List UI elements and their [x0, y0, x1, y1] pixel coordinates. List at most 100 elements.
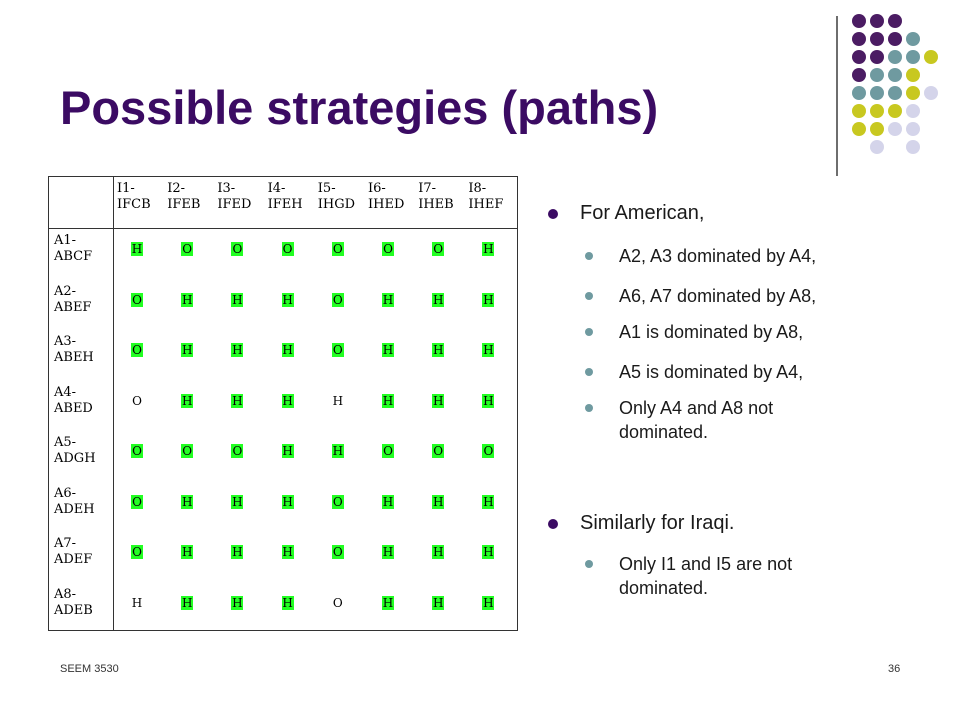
- matrix-cell: H: [181, 595, 194, 610]
- matrix-row-header: A2-ABEF: [54, 284, 91, 316]
- matrix-cell: H: [231, 545, 244, 559]
- matrix-cell: O: [382, 242, 394, 256]
- matrix-cell: O: [231, 242, 244, 256]
- matrix-cell: H: [382, 292, 394, 307]
- column-header-line: I8-: [468, 181, 487, 196]
- decorative-dot: [870, 68, 884, 82]
- bullet-iraqi-item: Only I1 and I5 are not dominated.: [585, 552, 829, 600]
- column-header-line: IFEH: [267, 197, 303, 212]
- decorative-dot: [888, 68, 902, 82]
- matrix-column-header: I4-IFEH: [268, 181, 303, 213]
- decorative-dot: [888, 122, 902, 136]
- decorative-dot: [870, 104, 884, 118]
- decorative-dot: [870, 122, 884, 136]
- matrix-cell: O: [131, 292, 143, 307]
- matrix-cell: H: [382, 545, 394, 559]
- decorative-dot: [906, 50, 920, 64]
- matrix-horizontal-divider: [49, 228, 517, 229]
- matrix-cell: H: [432, 595, 445, 610]
- matrix-cell: H: [281, 545, 294, 559]
- matrix-column-header: I7-IHEB: [418, 181, 454, 213]
- matrix-cell: H: [482, 242, 495, 256]
- matrix-cell: O: [131, 494, 143, 509]
- decorative-dot: [852, 86, 866, 100]
- matrix-cell: H: [181, 292, 194, 307]
- matrix-cell: H: [482, 292, 495, 307]
- column-header-line: IHEB: [418, 197, 454, 212]
- slide-title: Possible strategies (paths): [60, 81, 659, 134]
- matrix-cell: O: [331, 545, 344, 559]
- matrix-column-header: I2-IFEB: [167, 181, 200, 213]
- matrix-row-header: A5-ADGH: [54, 435, 96, 467]
- matrix-column-header: I5-IHGD: [318, 181, 355, 213]
- column-header-line: I6-: [368, 181, 386, 196]
- matrix-row-header: A4-ABED: [54, 385, 93, 417]
- matrix-cell: H: [131, 242, 143, 256]
- matrix-cell: H: [432, 494, 445, 509]
- matrix-column-header: I8-IHEF: [468, 181, 503, 213]
- row-header-line: A3-: [54, 334, 77, 349]
- decorative-dot: [906, 140, 920, 154]
- decorative-dot: [870, 14, 884, 28]
- decorative-dot: [906, 104, 920, 118]
- bullet-american-item: A6, A7 dominated by A8,: [585, 284, 929, 308]
- matrix-cell: O: [432, 242, 445, 256]
- bullet-american-item: Only A4 and A8 not dominated.: [585, 396, 854, 444]
- row-header-line: ADEB: [54, 602, 93, 618]
- matrix-row-header: A8-ADEB: [54, 587, 93, 619]
- matrix-cell: H: [281, 444, 294, 458]
- row-header-line: ABEF: [54, 299, 92, 315]
- column-header-line: I5-: [317, 181, 336, 196]
- matrix-cell: O: [331, 242, 344, 256]
- matrix-cell: H: [281, 343, 294, 357]
- matrix-column-header: I1-IFCB: [117, 181, 151, 213]
- matrix-row-header: A6-ADEH: [54, 486, 95, 518]
- matrix-cell: H: [231, 343, 244, 357]
- decorative-dot: [888, 50, 902, 64]
- decorative-dot: [870, 32, 884, 46]
- decorative-dot: [852, 14, 866, 28]
- matrix-cell: O: [331, 494, 344, 509]
- row-header-line: A6-: [54, 485, 77, 501]
- matrix-cell: O: [131, 444, 143, 458]
- decorative-dot: [888, 14, 902, 28]
- decorative-dot: [852, 68, 866, 82]
- row-header-line: A8-: [54, 586, 77, 602]
- matrix-cell: H: [231, 494, 244, 509]
- row-header-line: ABEH: [54, 350, 94, 365]
- matrix-cell: H: [482, 595, 495, 610]
- column-header-line: IFED: [217, 197, 252, 212]
- matrix-cell: H: [181, 545, 194, 559]
- matrix-cell: H: [482, 393, 495, 408]
- matrix-cell: H: [181, 393, 194, 408]
- decorative-dot: [888, 86, 902, 100]
- row-header-line: ADEF: [54, 552, 93, 567]
- matrix-cell: O: [181, 444, 194, 458]
- bullet-american-item: A5 is dominated by A4,: [585, 360, 929, 384]
- column-header-line: I3-: [217, 181, 236, 196]
- decorative-dot: [852, 122, 866, 136]
- decorative-dot-grid: [852, 14, 952, 154]
- bullet-american-heading: For American,: [548, 200, 930, 226]
- decorative-dot: [852, 104, 866, 118]
- matrix-cell: O: [382, 444, 394, 458]
- row-header-line: ABED: [54, 400, 93, 416]
- column-header-line: IHED: [368, 197, 405, 212]
- matrix-row-header: A1-ABCF: [54, 233, 92, 265]
- row-header-line: ADEH: [54, 501, 95, 517]
- bullet-american-item: A2, A3 dominated by A4,: [585, 244, 929, 268]
- bullet-american-item: A1 is dominated by A8,: [585, 320, 929, 344]
- matrix-cell: O: [331, 343, 344, 357]
- matrix-column-header: I3-IFED: [217, 181, 251, 213]
- decorative-dot: [888, 104, 902, 118]
- matrix-cell: H: [432, 292, 445, 307]
- decorative-dot: [924, 50, 938, 64]
- matrix-cell: H: [281, 292, 294, 307]
- row-header-line: A1-: [54, 233, 77, 248]
- row-header-line: ADGH: [54, 451, 96, 466]
- footer-page-number: 36: [888, 663, 901, 675]
- matrix-cell: H: [382, 494, 394, 509]
- matrix-cell: O: [332, 595, 343, 610]
- matrix-cell: H: [231, 595, 244, 610]
- column-header-line: I2-: [167, 181, 185, 196]
